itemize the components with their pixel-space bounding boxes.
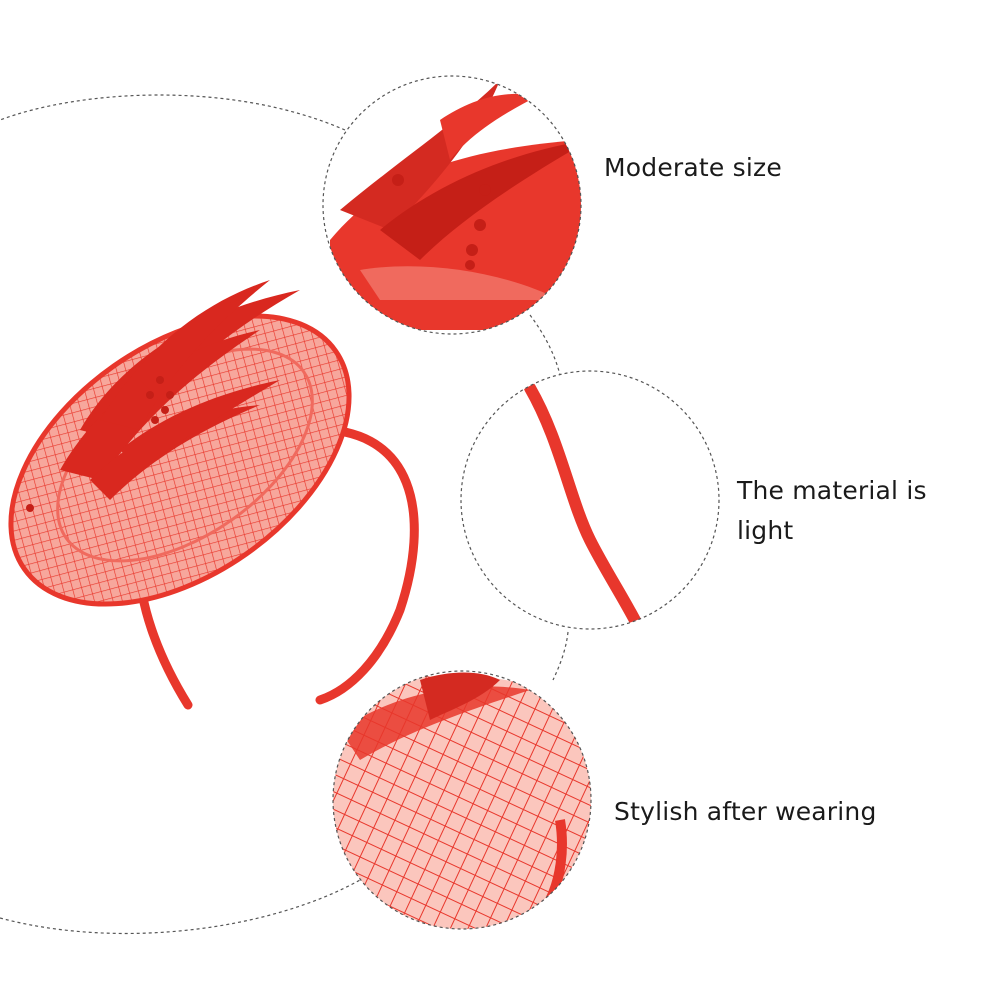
feature-label-material: The material is light	[737, 476, 927, 545]
dotted-outline-large	[0, 94, 569, 935]
feature-label-stylish: Stylish after wearing	[614, 797, 877, 826]
headband-closeup	[460, 370, 720, 630]
mesh-closeup	[332, 670, 592, 930]
feather-closeup	[322, 75, 582, 335]
fascinator-product-image	[8, 280, 419, 710]
feature-label-size: Moderate size	[604, 153, 782, 182]
